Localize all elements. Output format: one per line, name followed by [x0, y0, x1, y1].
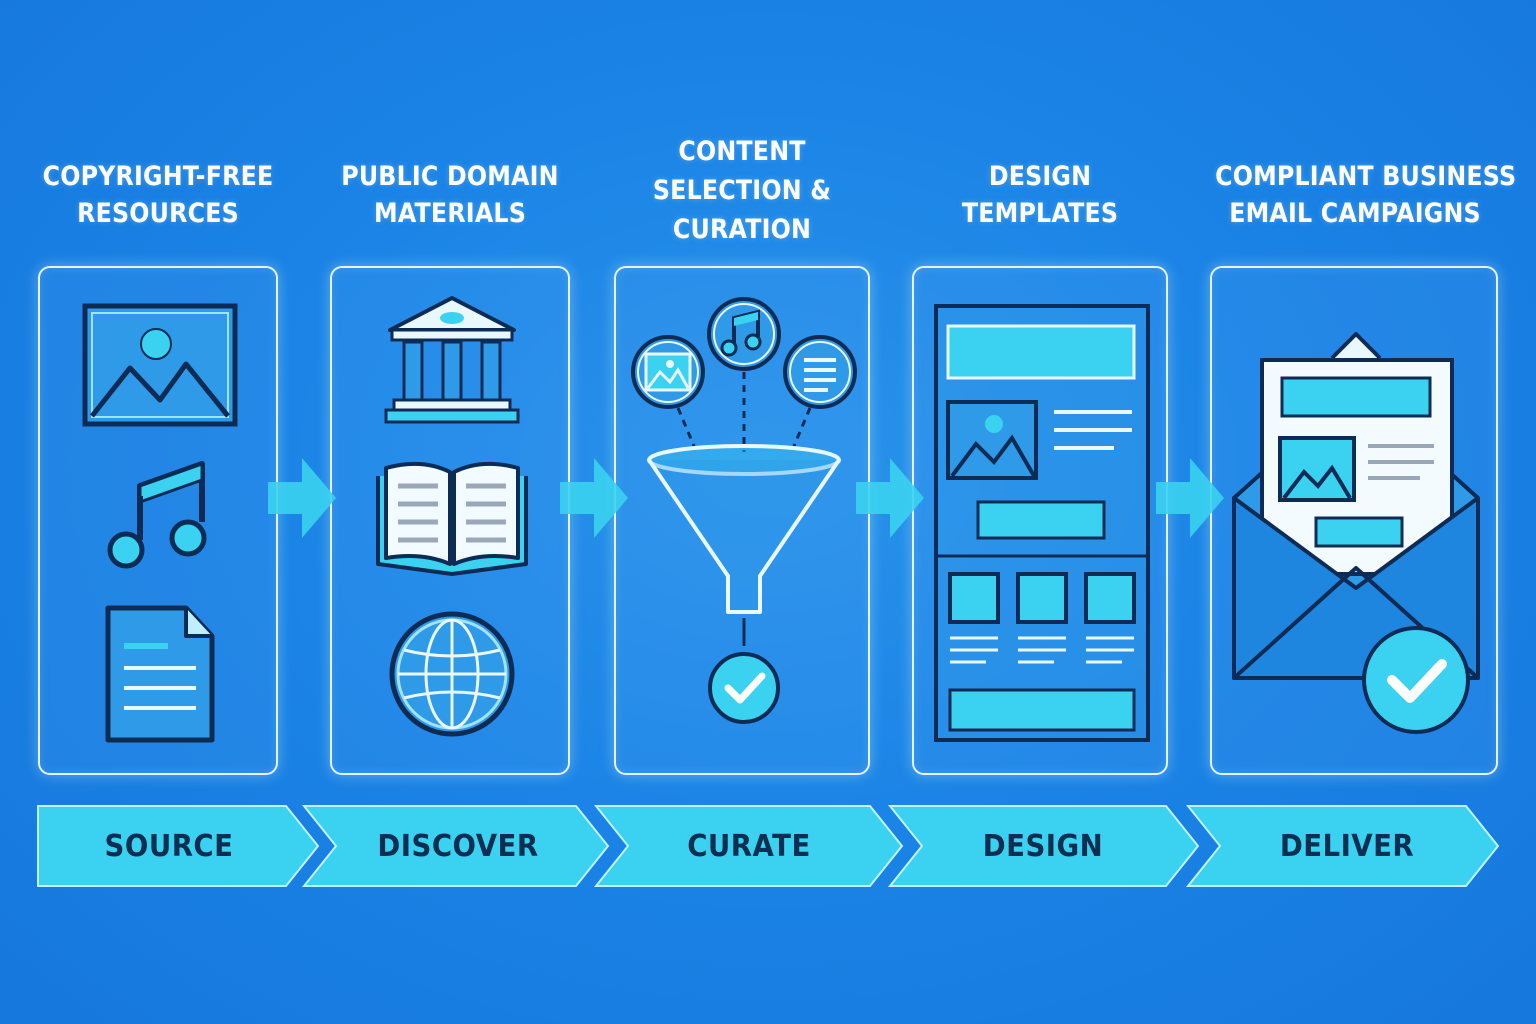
- check-circle-icon: [708, 652, 780, 724]
- step-title-source: COPYRIGHT-FREE RESOURCES: [35, 158, 281, 232]
- document-icon: [783, 335, 857, 409]
- title-line: TEMPLATES: [961, 198, 1119, 229]
- stage-label-deliver: DELIVER: [1279, 829, 1415, 864]
- stage-label-curate: CURATE: [687, 829, 811, 864]
- museum-icon: [384, 296, 520, 424]
- flow-arrow-icon: [1156, 458, 1224, 538]
- flow-arrow-icon: [268, 458, 336, 538]
- step-title-discover: PUBLIC DOMAIN MATERIALS: [327, 158, 573, 232]
- globe-icon: [389, 611, 515, 737]
- title-line: COMPLIANT BUSINESS: [1215, 161, 1517, 192]
- step-title-design: DESIGN TEMPLATES: [917, 158, 1163, 232]
- title-line: MATERIALS: [374, 198, 526, 229]
- envelope-icon: [1232, 332, 1480, 680]
- title-line: COPYRIGHT-FREE: [42, 161, 274, 192]
- panel-discover: [330, 266, 570, 775]
- step-title-deliver: COMPLIANT BUSINESS EMAIL CAMPAIGNS: [1215, 158, 1517, 232]
- music-note-icon: [707, 297, 781, 371]
- funnel-icon: [647, 444, 841, 646]
- flow-arrow-icon: [856, 458, 924, 538]
- music-note-icon: [107, 461, 207, 569]
- stage-label-design: DESIGN: [982, 829, 1104, 864]
- check-circle-icon: [1362, 626, 1470, 734]
- title-line: DESIGN: [988, 161, 1092, 192]
- stage-label-source: SOURCE: [104, 829, 234, 864]
- panel-source: [38, 266, 278, 775]
- title-line: PUBLIC DOMAIN: [341, 161, 559, 192]
- flow-arrow-icon: [560, 458, 628, 538]
- panel-curate: [614, 266, 870, 775]
- panel-deliver: [1210, 266, 1498, 775]
- image-icon: [82, 303, 238, 427]
- title-line: EMAIL CAMPAIGNS: [1229, 198, 1481, 229]
- title-line: SELECTION &: [652, 175, 832, 206]
- panel-design: [912, 266, 1168, 775]
- image-icon: [631, 335, 705, 409]
- title-line: RESOURCES: [77, 198, 239, 229]
- open-book-icon: [376, 461, 528, 576]
- step-title-curate: CONTENT SELECTION & CURATION: [617, 132, 867, 249]
- email-template-icon: [934, 304, 1150, 742]
- stage-label-discover: DISCOVER: [377, 829, 539, 864]
- document-icon: [105, 605, 215, 743]
- dashed-connectors: [676, 372, 812, 452]
- title-line: CONTENT: [678, 136, 806, 167]
- title-line: CURATION: [672, 214, 812, 245]
